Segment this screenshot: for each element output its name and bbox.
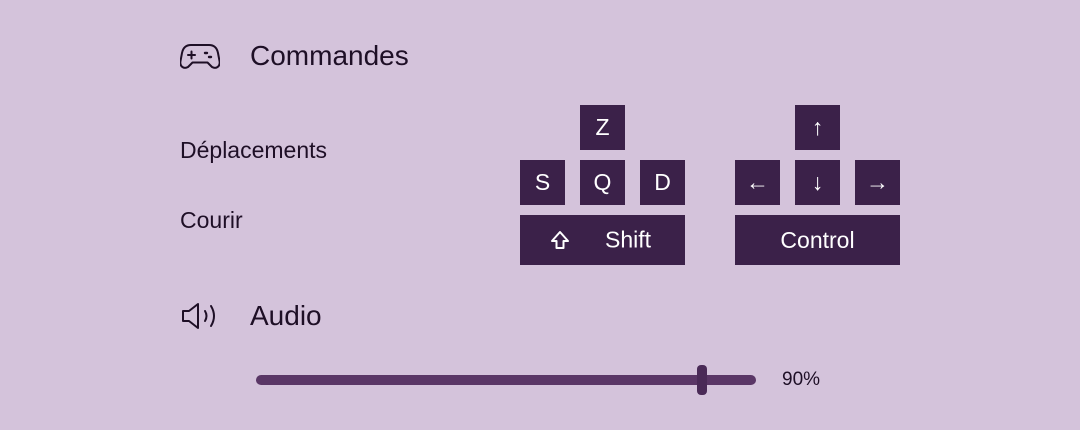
key-primary-run[interactable]: Shift — [520, 215, 685, 265]
arrow-down-icon: ↓ — [811, 169, 824, 195]
key-secondary-run[interactable]: Control — [735, 215, 900, 265]
control-key-label: Control — [780, 226, 855, 253]
shift-key-label: Shift — [605, 226, 652, 253]
volume-slider-track[interactable] — [256, 375, 756, 385]
arrow-left-icon: ← — [746, 169, 769, 195]
arrow-up-icon: ↑ — [811, 114, 824, 140]
key-secondary-down[interactable]: ↓ — [795, 160, 840, 205]
shift-arrow-icon — [550, 230, 570, 250]
key-secondary-left[interactable]: ← — [735, 160, 780, 205]
key-primary-down[interactable]: Q — [580, 160, 625, 205]
controls-title: Commandes — [250, 40, 409, 71]
arrow-right-icon: → — [866, 169, 889, 195]
run-label: Courir — [180, 207, 243, 233]
key-primary-up[interactable]: Z — [580, 105, 625, 150]
speaker-icon — [181, 302, 221, 330]
key-secondary-right[interactable]: → — [855, 160, 900, 205]
volume-slider-thumb[interactable] — [697, 365, 707, 395]
key-secondary-up[interactable]: ↑ — [795, 105, 840, 150]
movement-label: Déplacements — [180, 137, 328, 163]
volume-value: 90% — [782, 369, 821, 390]
gamepad-icon — [179, 41, 221, 71]
audio-title: Audio — [250, 300, 322, 331]
key-primary-left[interactable]: S — [520, 160, 565, 205]
key-primary-right[interactable]: D — [640, 160, 685, 205]
